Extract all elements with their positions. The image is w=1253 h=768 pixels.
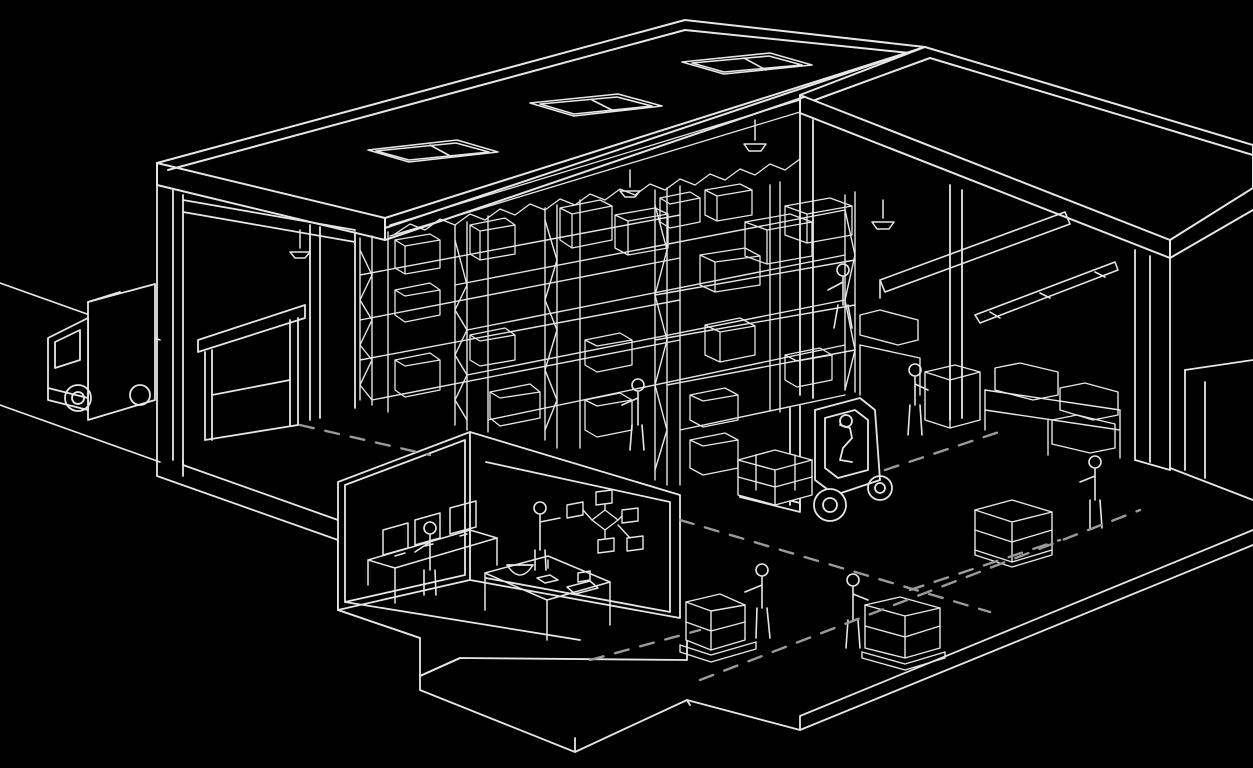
worker-icon [414,263,1103,649]
scale-icon [484,555,611,641]
floor-markings [298,423,1142,682]
roof-right-wing [799,46,1253,259]
whiteboard-icon [566,489,644,554]
building-walls [156,112,1253,521]
shelving-racks [359,181,856,486]
loading-dock-door [197,304,306,441]
office-room [337,431,688,677]
pallet-icon [679,449,1053,671]
ceiling-lamp-icon [289,119,895,259]
monitor-icon [367,500,498,604]
box-icon [394,183,853,476]
roof-truss [389,99,801,237]
open-storage [859,309,1121,459]
crane-beam [879,211,1119,324]
truck-icon [47,283,156,421]
roof-left-wing [156,19,926,241]
